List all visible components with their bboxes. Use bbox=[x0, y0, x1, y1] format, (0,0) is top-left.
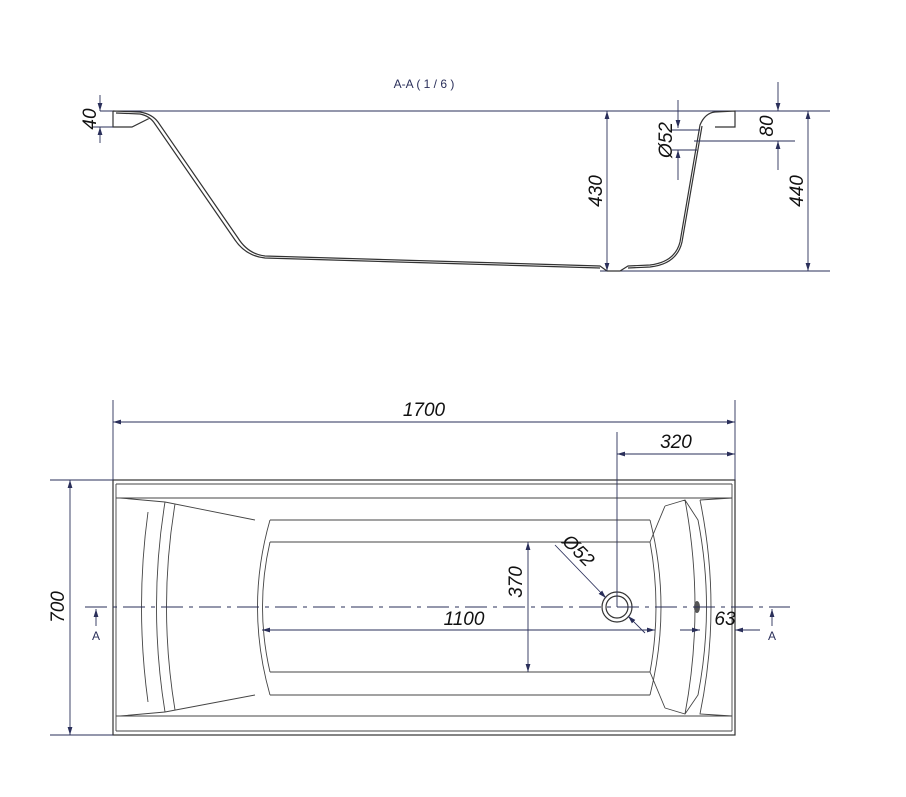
dim-inner-length: 1100 bbox=[444, 609, 485, 630]
tub-profile bbox=[112, 110, 736, 272]
dim-depth-inner: 430 bbox=[586, 175, 607, 207]
plan-view: 1700 320 700 1100 370 Ø52 63 A A bbox=[48, 400, 790, 736]
dim-drain-dia: Ø52 bbox=[557, 530, 598, 571]
section-title: A-A ( 1 / 6 ) bbox=[394, 77, 455, 91]
section-mark-right: A bbox=[768, 629, 776, 643]
dim-rim: 40 bbox=[80, 108, 101, 130]
dim-depth-total: 440 bbox=[787, 175, 808, 207]
section-view: A-A ( 1 / 6 ) 40 430 Ø52 80 440 bbox=[80, 77, 830, 272]
dim-drain-offset: 320 bbox=[660, 432, 692, 453]
section-mark-left: A bbox=[92, 629, 100, 643]
dim-width: 700 bbox=[48, 591, 69, 623]
dim-inner-width: 370 bbox=[506, 566, 527, 598]
dim-length: 1700 bbox=[403, 400, 446, 421]
dim-overflow-dia: Ø52 bbox=[656, 122, 677, 159]
dim-overflow-offset: 63 bbox=[714, 609, 736, 630]
dim-overflow-height: 80 bbox=[757, 115, 778, 137]
